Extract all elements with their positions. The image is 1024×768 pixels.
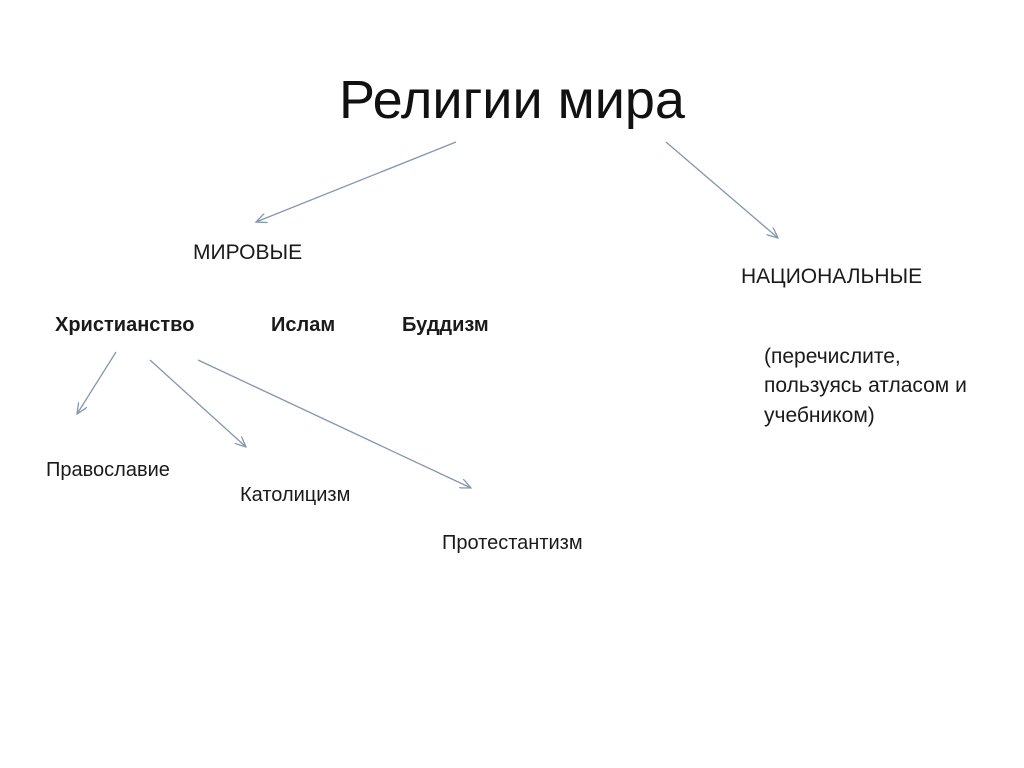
protestantism-label: Протестантизм bbox=[442, 532, 583, 554]
slide-title: Религии мира bbox=[339, 70, 685, 130]
arrow-title-to-national bbox=[665, 141, 778, 238]
arrow-title-to-world bbox=[256, 141, 457, 222]
christianity-label: Христианство bbox=[55, 314, 195, 336]
buddhism-label: Буддизм bbox=[402, 314, 489, 336]
arrow-christianity-to-catholicism bbox=[149, 359, 246, 447]
orthodoxy-label: Православие bbox=[46, 459, 170, 481]
world-religions-label: МИРОВЫЕ bbox=[193, 241, 303, 264]
islam-label: Ислам bbox=[271, 314, 336, 336]
catholicism-label: Католицизм bbox=[240, 484, 351, 506]
national-religions-label: НАЦИОНАЛЬНЫЕ bbox=[741, 265, 923, 288]
national-religions-note: (перечислите, пользуясь атласом и учебни… bbox=[764, 345, 967, 427]
arrow-christianity-to-orthodoxy bbox=[77, 351, 117, 414]
arrow-christianity-to-protestantism bbox=[197, 359, 471, 488]
